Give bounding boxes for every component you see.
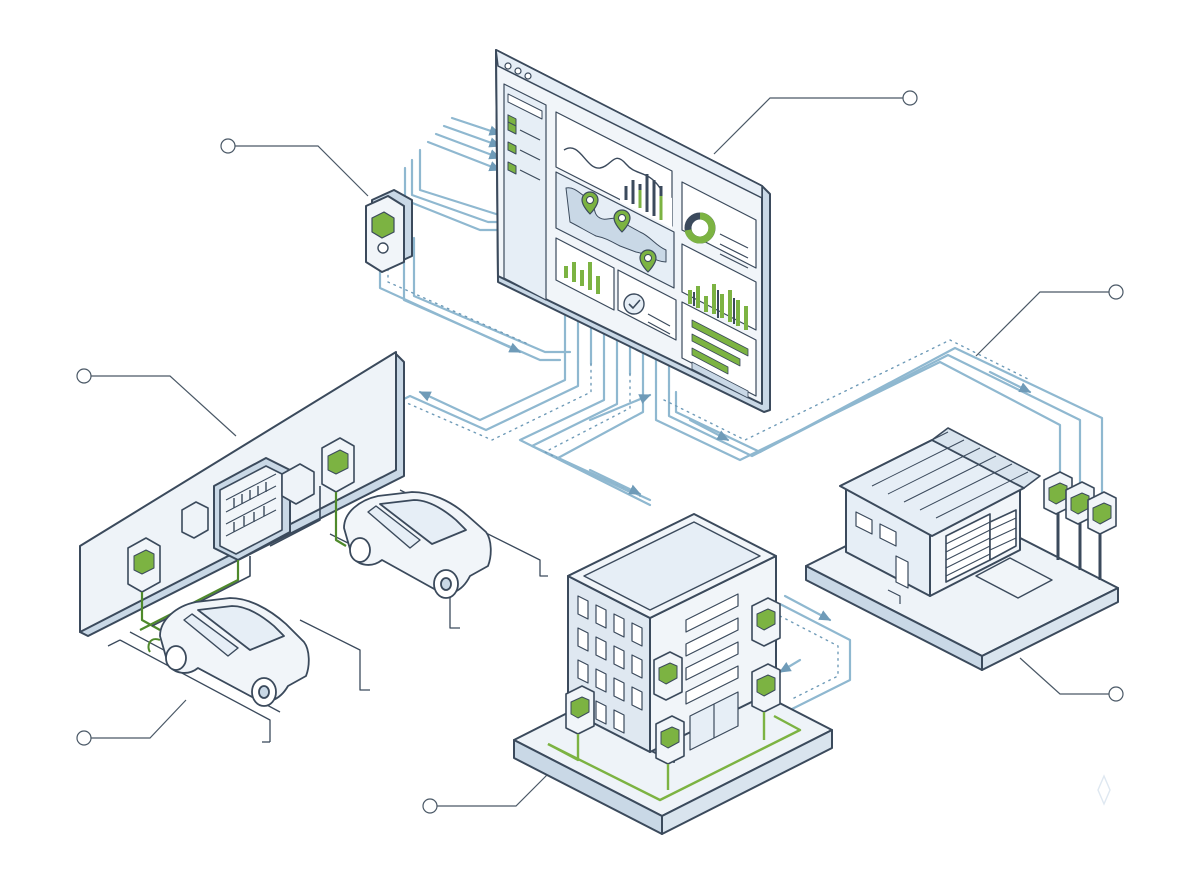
callout-wall-panel xyxy=(76,368,237,437)
callout-parking xyxy=(76,699,187,746)
office-windows-left xyxy=(577,595,643,734)
map-pin-icon xyxy=(581,191,599,215)
callout-office xyxy=(422,773,549,814)
electric-car-icon xyxy=(343,491,492,599)
map-panel xyxy=(555,171,675,289)
cable-dashboard-office xyxy=(518,364,652,507)
ev-charger-icon xyxy=(565,685,595,735)
relay-module-icon xyxy=(281,463,315,505)
window-dot-icon xyxy=(524,72,532,80)
warehouse-icon xyxy=(805,427,1119,671)
electric-car-icon xyxy=(147,597,310,707)
ev-charger-icon xyxy=(1043,471,1073,560)
loading-dock-door xyxy=(945,509,1053,599)
office-windows-right xyxy=(685,593,739,751)
parking-garage-wall xyxy=(79,351,548,743)
donut-chart-panel xyxy=(681,181,757,269)
map-pin-icon xyxy=(613,209,631,233)
ev-charger-icon xyxy=(1087,491,1117,580)
ev-charger-icon xyxy=(751,597,781,647)
cable-office-chargers xyxy=(778,594,852,712)
callout-warehouse-top xyxy=(975,284,1124,357)
ev-charger-icon xyxy=(655,715,685,765)
bar-chart-right xyxy=(681,243,757,331)
bar-chart-top xyxy=(620,172,672,228)
callout-dashboard xyxy=(713,90,918,155)
sidebar-item-icon xyxy=(507,161,517,175)
window-dot-icon xyxy=(504,62,512,70)
ev-charger-icon xyxy=(1065,481,1095,570)
sidebar-item-icon xyxy=(507,121,517,135)
window-dot-icon xyxy=(514,67,522,75)
power-cables-office xyxy=(547,712,802,802)
ev-charger-icon xyxy=(127,537,161,593)
dashboard-monitor-icon xyxy=(495,49,771,413)
office-building-icon xyxy=(513,513,833,835)
map-pin-icon xyxy=(639,249,657,273)
callout-warehouse-bottom xyxy=(1019,657,1124,702)
ev-charger-icon xyxy=(321,437,355,493)
distribution-board-icon xyxy=(213,457,291,561)
gateway-device-icon xyxy=(365,189,413,273)
check-circle-icon xyxy=(623,293,645,315)
gauge-panel xyxy=(617,269,677,341)
callout-lines xyxy=(76,90,1124,814)
dashboard-sidebar xyxy=(503,83,547,301)
bar-chart-bottom-left xyxy=(555,237,615,311)
ev-charger-icon xyxy=(751,663,781,713)
sidebar-item-icon xyxy=(507,141,517,155)
ev-charger-icon xyxy=(653,651,683,701)
meter-module-icon xyxy=(181,501,209,539)
sparkle-icon xyxy=(1097,774,1111,806)
progress-bars-panel xyxy=(681,301,757,399)
roof-ridges xyxy=(855,431,1029,519)
cable-dashboard-warehouse xyxy=(654,339,1104,498)
callout-gateway xyxy=(220,138,369,197)
